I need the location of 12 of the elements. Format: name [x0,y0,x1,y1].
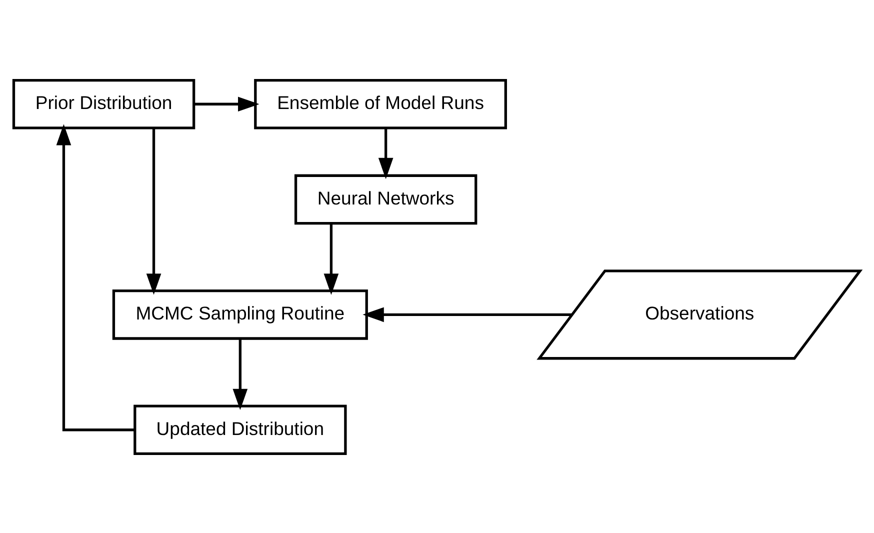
arrow [324,222,339,294]
arrow [378,128,394,179]
node-box: Neural Networks [294,174,478,224]
node-box: Ensemble of Model Runs [254,78,507,129]
arrow [232,338,248,410]
arrow [146,128,162,294]
arrow [194,96,260,112]
node-box: Updated Distribution [134,404,347,455]
arrow [56,124,134,431]
node-box: MCMC Sampling Routine [112,289,368,340]
node-box: Prior Distribution [12,78,196,129]
arrow [362,306,572,322]
